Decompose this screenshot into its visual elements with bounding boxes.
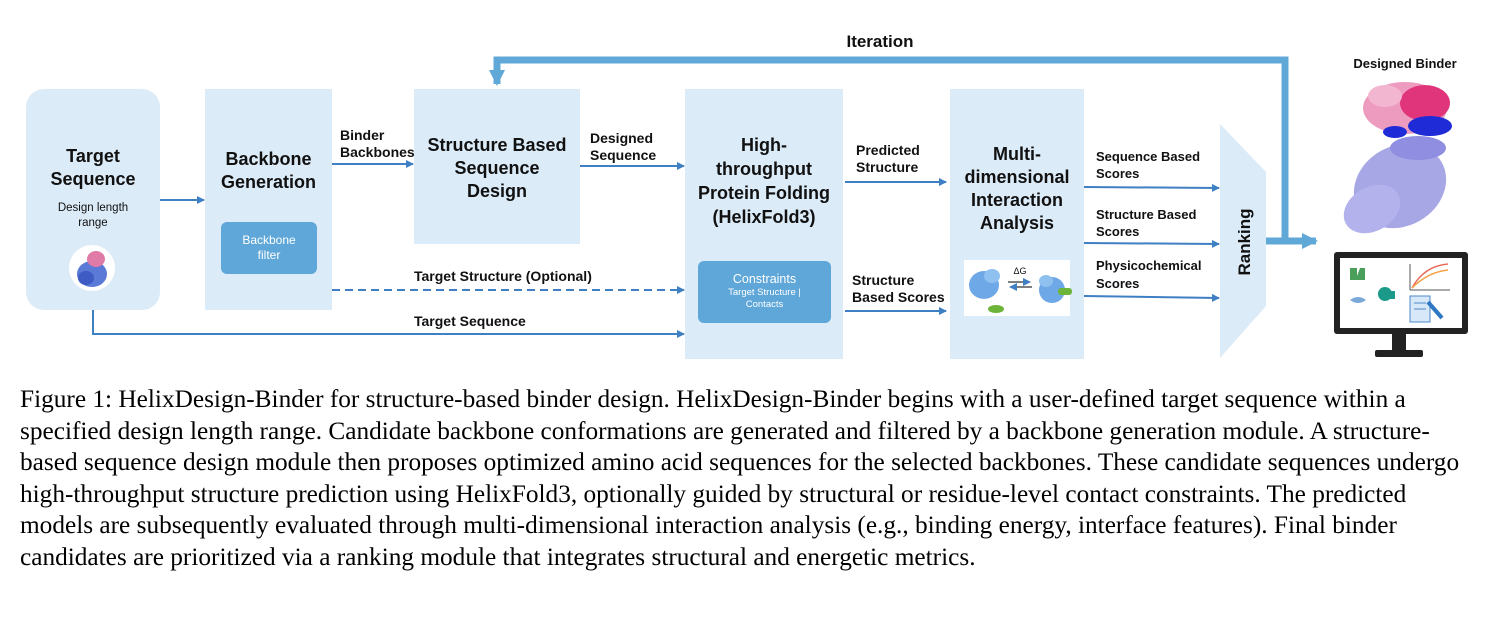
interaction-line3: Interaction [970,190,1063,210]
seq-design-line1: Structure Based [427,135,567,155]
ranking-shape [1220,124,1266,358]
designed-sequence-line1: Designed [590,130,654,146]
interaction-line1: Multi- [993,144,1041,164]
target-title-line1: Target [66,146,120,166]
target-note-line1: Design length [57,202,129,214]
constraints-sub2: Contacts [745,299,784,310]
designed-binder-label: Designed Binder [1353,56,1457,71]
interaction-line4: Analysis [979,213,1055,233]
structure-scores-line2: Scores [1096,224,1140,239]
figure-caption: Figure 1: HelixDesign-Binder for structu… [20,384,1482,574]
arrow-physicochemical-scores [1083,293,1220,302]
iteration-label: Iteration [846,32,914,51]
backbone-filter-pill: Backbone filter [221,222,317,274]
sequence-scores-line2: Scores [1096,166,1140,181]
predicted-structure-line2: Structure [856,159,919,175]
backbone-filter-line2: filter [257,248,281,262]
arrow-structure-scores [1083,239,1220,248]
constraints-title: Constraints [732,272,797,286]
designed-sequence-line2: Sequence [590,147,657,163]
designed-binder-image [1343,82,1452,234]
folding-line4: (HelixFold3) [712,207,816,227]
workflow-figure: Iteration Designed Binder Target Sequenc… [26,32,1468,359]
folding-line2: throughput [716,159,812,179]
binder-backbones-line2: Backbones [340,144,415,160]
folding-line3: Protein Folding [698,183,830,203]
structure-based-scores-line1: Structure [852,272,915,288]
binder-backbones-line1: Binder [340,127,385,143]
structure-based-scores-line2: Based Scores [852,289,945,305]
target-note-line2: range [78,217,108,229]
monitor-icon [1334,252,1468,357]
target-title-line2: Sequence [50,169,136,189]
caption-label: Figure 1: [20,385,113,413]
physicochemical-scores-line1: Physicochemical [1096,258,1202,273]
interaction-line2: dimensional [964,167,1070,187]
binding-energy-graphic [964,260,1072,316]
target-sequence-flow-label: Target Sequence [414,313,526,329]
seq-design-line2: Sequence [454,158,540,178]
predicted-structure-line1: Predicted [856,142,920,158]
structure-scores-line1: Structure Based [1096,207,1197,222]
ranking-label: Ranking [1235,208,1254,276]
backbone-title-line1: Backbone [225,149,312,169]
constraints-sub1: Target Structure | [728,287,801,298]
sequence-design-box [414,89,580,244]
arrow-sequence-scores [1083,183,1220,192]
target-structure-optional-label: Target Structure (Optional) [414,268,592,284]
sequence-scores-line1: Sequence Based [1096,149,1201,164]
arrow-target-sequence [92,310,685,338]
backbone-title-line2: Generation [220,172,317,192]
backbone-filter-line1: Backbone [242,233,296,247]
caption-text: HelixDesign-Binder for structure-based b… [20,385,1460,571]
connector-layer [69,56,1468,358]
target-protein-icon [69,245,115,291]
delta-g-label: ΔG [1013,266,1027,276]
physicochemical-scores-line2: Scores [1096,276,1140,291]
folding-line1: High- [741,135,787,155]
constraints-pill: Constraints Target Structure | Contacts [698,261,831,323]
seq-design-line3: Design [466,181,527,201]
